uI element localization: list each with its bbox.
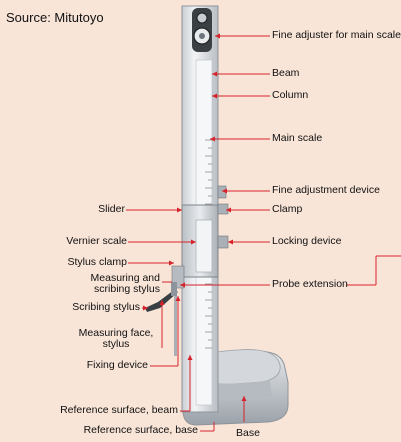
label-measuring-and-scribing-stylus: Measuring and scribing stylus: [90, 272, 160, 295]
label-reference-surface-base: Reference surface, base: [83, 424, 198, 436]
fine-adjuster-shape: [192, 8, 212, 52]
label-stylus-clamp: Stylus clamp: [67, 256, 127, 268]
label-beam: Beam: [272, 67, 300, 79]
label-slider: Slider: [98, 203, 125, 215]
slider-shape: [171, 185, 229, 289]
label-fine-adjustment-device: Fine adjustment device: [272, 184, 380, 196]
label-locking-device: Locking device: [272, 235, 342, 247]
label-fixing-device: Fixing device: [86, 359, 148, 371]
source-credit: Source: Mitutoyo: [6, 10, 104, 25]
label-reference-surface-beam: Reference surface, beam: [60, 404, 178, 416]
label-probe-extension: Probe extension: [272, 278, 348, 290]
label-scribing-stylus: Scribing stylus: [72, 301, 140, 313]
leader-lines: [126, 35, 401, 432]
leader-arrowheads: [143, 33, 247, 401]
label-clamp: Clamp: [272, 203, 303, 215]
label-base: Base: [236, 427, 260, 439]
label-column: Column: [272, 89, 309, 101]
label-main-scale: Main scale: [272, 132, 323, 144]
label-measuring-face-stylus: Measuring face, stylus: [78, 327, 154, 350]
label-vernier-scale: Vernier scale: [66, 235, 127, 247]
label-fine-adjuster-main-scale: Fine adjuster for main scale: [272, 29, 401, 41]
